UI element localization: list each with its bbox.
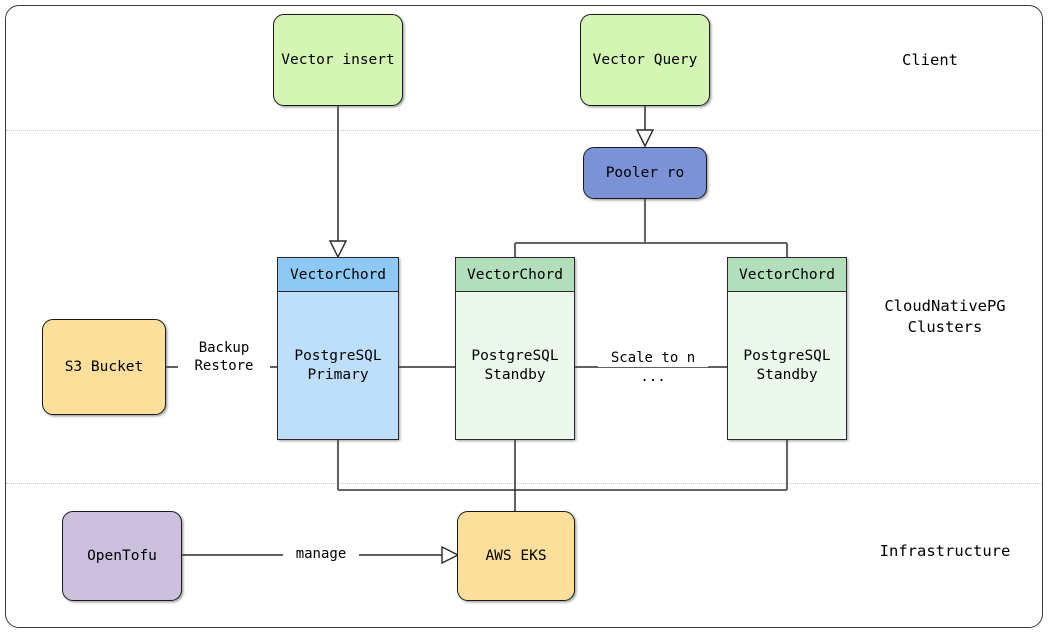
node-postgresql-standby-1[interactable]: VectorChord PostgreSQL Standby xyxy=(455,257,575,440)
node-postgresql-primary-label: PostgreSQL Primary xyxy=(294,347,382,383)
lane-divider-client-clusters xyxy=(6,130,1042,131)
node-postgresql-standby-2[interactable]: VectorChord PostgreSQL Standby xyxy=(727,257,847,440)
node-pooler-ro[interactable]: Pooler ro xyxy=(583,147,707,199)
edge-label-manage: manage xyxy=(283,545,359,563)
node-s3-bucket-label: S3 Bucket xyxy=(64,359,144,375)
node-vector-insert-label: Vector insert xyxy=(281,52,395,68)
lane-label-client: Client xyxy=(902,51,958,69)
node-vector-insert[interactable]: Vector insert xyxy=(273,14,403,106)
edge-label-scale-to-n: Scale to n xyxy=(598,349,708,367)
node-vector-query[interactable]: Vector Query xyxy=(580,14,710,106)
node-aws-eks[interactable]: AWS EKS xyxy=(457,511,575,601)
node-postgresql-primary-header: VectorChord xyxy=(278,258,398,292)
node-s3-bucket[interactable]: S3 Bucket xyxy=(42,319,166,415)
lane-label-cloudnativepg-clusters: CloudNativePG Clusters xyxy=(884,297,1006,336)
node-pooler-ro-label: Pooler ro xyxy=(605,165,685,181)
node-vector-query-label: Vector Query xyxy=(592,52,698,68)
node-aws-eks-label: AWS EKS xyxy=(485,548,547,564)
node-postgresql-standby-1-label: PostgreSQL Standby xyxy=(471,347,559,383)
node-opentofu[interactable]: OpenTofu xyxy=(62,511,182,601)
node-opentofu-label: OpenTofu xyxy=(87,548,157,564)
node-postgresql-standby-2-label: PostgreSQL Standby xyxy=(743,347,831,383)
node-postgresql-standby-2-header: VectorChord xyxy=(728,258,846,292)
node-postgresql-standby-1-header: VectorChord xyxy=(456,258,574,292)
edge-label-backup-restore: Backup Restore xyxy=(178,339,270,375)
lane-label-infrastructure: Infrastructure xyxy=(879,542,1011,560)
lane-divider-clusters-infrastructure xyxy=(6,483,1042,484)
node-postgresql-primary[interactable]: VectorChord PostgreSQL Primary xyxy=(277,257,399,440)
edge-label-ellipsis: ... xyxy=(640,369,666,385)
